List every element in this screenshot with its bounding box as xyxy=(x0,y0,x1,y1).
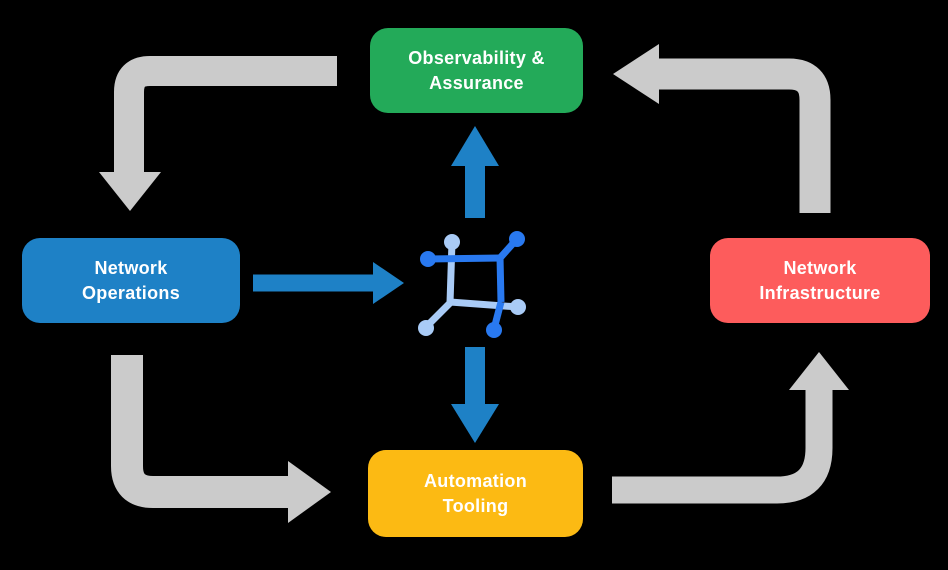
node-network-infrastructure: Network Infrastructure xyxy=(710,238,930,323)
arrow-center-to-observability xyxy=(451,126,499,218)
arrow-automation-to-infrastructure xyxy=(612,352,849,504)
arrow-center-to-automation xyxy=(451,347,499,443)
node-observability-assurance: Observability & Assurance xyxy=(370,28,583,113)
node-label-line: Observability & xyxy=(408,47,545,68)
arrow-infrastructure-to-observability xyxy=(613,44,831,213)
arrow-operations-to-center xyxy=(253,262,404,304)
node-label-line: Network xyxy=(783,257,857,278)
node-label-line: Assurance xyxy=(429,72,524,93)
node-label-line: Infrastructure xyxy=(759,282,881,303)
node-label-line: Automation xyxy=(424,470,527,491)
node-label-line: Operations xyxy=(81,282,181,303)
node-label-line: Tooling xyxy=(442,495,509,516)
node-network-operations: Network Operations xyxy=(22,238,240,323)
node-automation-tooling: Automation Tooling xyxy=(368,450,583,537)
node-label-line: Network xyxy=(94,257,168,278)
arrow-operations-to-automation xyxy=(111,355,331,523)
arrow-observability-to-operations xyxy=(99,56,337,211)
network-mesh-icon xyxy=(418,231,526,338)
